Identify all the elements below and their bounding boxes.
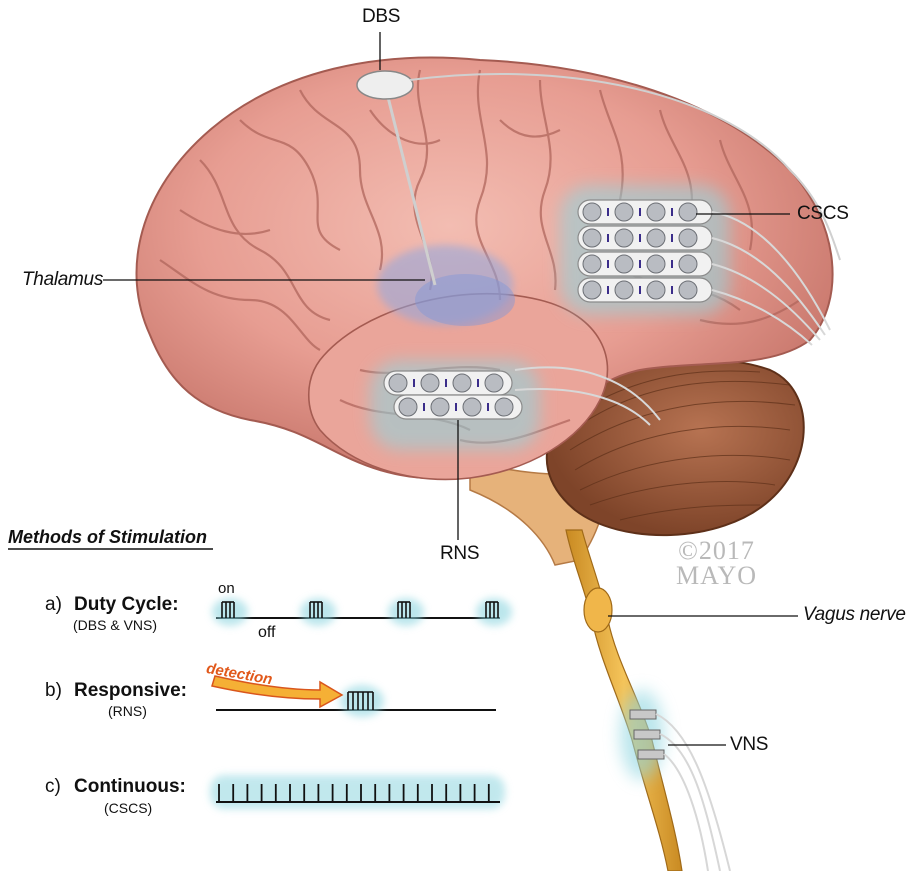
electrode-contact (615, 203, 633, 221)
vns-cuff (638, 750, 664, 759)
continuous-trace (210, 775, 505, 809)
copyright-year: ©2017 (676, 538, 757, 563)
electrode-contact (485, 374, 503, 392)
electrode-contact (647, 281, 665, 299)
electrode-contact (389, 374, 407, 392)
electrode-contact (615, 229, 633, 247)
vns-cuff (630, 710, 656, 719)
electrode-contact (583, 229, 601, 247)
rns-electrode-strip (384, 371, 522, 419)
method-b-name: Responsive: (74, 680, 187, 702)
electrode-contact (647, 229, 665, 247)
method-b-sub: (RNS) (108, 703, 147, 719)
electrode-contact (583, 281, 601, 299)
vagus-nerve-shape (566, 530, 682, 871)
label-vns: VNS (730, 734, 768, 756)
electrode-contact (679, 203, 697, 221)
electrode-contact (495, 398, 513, 416)
method-c-name: Continuous: (74, 776, 186, 798)
electrode-contact (647, 203, 665, 221)
electrode-contact (679, 255, 697, 273)
electrode-contact (647, 255, 665, 273)
electrode-contact (679, 229, 697, 247)
copyright-mark: ©2017 MAYO (676, 538, 757, 588)
vns-cuff (634, 730, 660, 739)
nerve-ganglion (584, 588, 612, 632)
electrode-contact (679, 281, 697, 299)
label-rns: RNS (440, 543, 479, 565)
electrode-contact (463, 398, 481, 416)
method-a-sub: (DBS & VNS) (73, 617, 157, 633)
duty-off-label: off (258, 624, 276, 642)
thalamus-core (415, 274, 515, 326)
method-b-letter: b) (45, 680, 62, 702)
electrode-contact (615, 281, 633, 299)
electrode-contact (431, 398, 449, 416)
copyright-owner: MAYO (676, 563, 757, 588)
label-dbs: DBS (362, 6, 400, 28)
label-cscs: CSCS (797, 203, 849, 225)
electrode-contact (583, 255, 601, 273)
method-c-letter: c) (45, 776, 61, 798)
electrode-contact (453, 374, 471, 392)
label-vagus-nerve: Vagus nerve (803, 604, 906, 626)
methods-heading: Methods of Stimulation (8, 527, 207, 548)
electrode-contact (399, 398, 417, 416)
electrode-contact (421, 374, 439, 392)
pulse-glow (340, 685, 384, 717)
method-a-name: Duty Cycle: (74, 594, 179, 616)
electrode-contact (583, 203, 601, 221)
duty-cycle-trace (212, 598, 512, 626)
label-thalamus: Thalamus (22, 269, 103, 291)
dbs-burr-cap (357, 71, 413, 99)
duty-on-label: on (218, 580, 235, 597)
method-a-letter: a) (45, 594, 62, 616)
electrode-contact (615, 255, 633, 273)
method-c-sub: (CSCS) (104, 800, 152, 816)
